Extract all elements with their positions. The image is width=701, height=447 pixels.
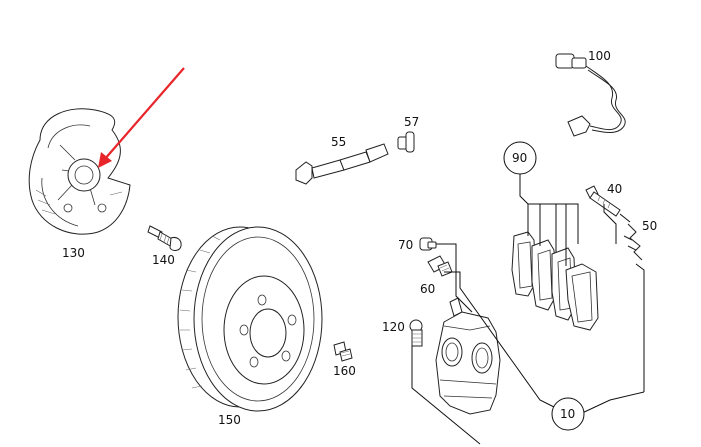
label-57: 57 xyxy=(404,115,419,129)
callout-circle-90 xyxy=(503,141,537,175)
label-150: 150 xyxy=(218,413,241,427)
wear-sensor-part[interactable] xyxy=(555,53,626,137)
bolt-40-part[interactable] xyxy=(585,185,621,217)
label-130: 130 xyxy=(62,246,85,260)
label-70: 70 xyxy=(398,238,413,252)
brake-pad-set[interactable] xyxy=(511,231,599,331)
label-160: 160 xyxy=(333,364,356,378)
label-100: 100 xyxy=(588,49,611,63)
label-55: 55 xyxy=(331,135,346,149)
bolt-120-part[interactable] xyxy=(409,319,423,347)
brake-disc-part[interactable] xyxy=(177,226,323,412)
dust-shield-part[interactable] xyxy=(28,108,131,235)
bolt-160-part[interactable] xyxy=(333,341,353,362)
pointer-arrow xyxy=(98,67,185,168)
bolt-140-part[interactable] xyxy=(147,225,182,251)
bleeder-valve-part[interactable] xyxy=(427,255,453,277)
label-90: 90 xyxy=(512,151,527,165)
label-60: 60 xyxy=(420,282,435,296)
guide-pin-part[interactable] xyxy=(295,143,389,185)
label-40: 40 xyxy=(607,182,622,196)
callout-circle-10 xyxy=(551,397,585,431)
brake-caliper-part[interactable] xyxy=(435,297,501,415)
label-50: 50 xyxy=(642,219,657,233)
label-140: 140 xyxy=(152,253,175,267)
retaining-spring-part[interactable] xyxy=(623,223,643,261)
cap-57-part[interactable] xyxy=(397,131,415,153)
label-120: 120 xyxy=(382,320,405,334)
bleeder-cap-part[interactable] xyxy=(419,237,437,251)
label-10: 10 xyxy=(560,407,575,421)
assembly-lines xyxy=(411,174,645,445)
